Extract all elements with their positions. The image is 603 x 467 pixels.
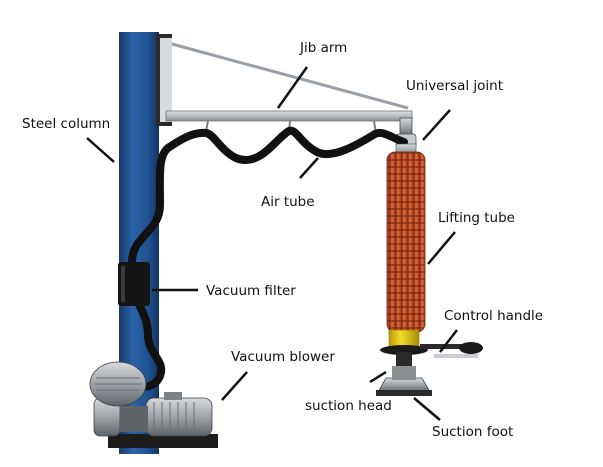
column-bracket-plate — [160, 38, 172, 122]
leader-lines — [86, 66, 458, 421]
label-vacuum-filter: Vacuum filter — [206, 283, 296, 299]
air-tube — [128, 126, 408, 391]
tie-rod — [171, 42, 409, 110]
label-universal-joint: Universal joint — [406, 78, 503, 94]
label-vacuum-blower: Vacuum blower — [231, 349, 335, 365]
label-control-handle: Control handle — [444, 308, 543, 324]
label-jib-arm: Jib arm — [299, 40, 347, 56]
suction-foot — [376, 390, 432, 396]
label-steel-column: Steel column — [22, 116, 110, 132]
control-handle — [380, 329, 483, 358]
vacuum-filter — [118, 262, 150, 306]
label-suction-foot: Suction foot — [432, 424, 513, 440]
vacuum-blower — [89, 361, 218, 448]
jib-arm — [165, 110, 413, 122]
label-suction-head: suction head — [305, 398, 392, 414]
lifting-tube — [386, 143, 426, 333]
label-air-tube: Air tube — [261, 194, 315, 210]
suction-head — [377, 352, 431, 393]
label-lifting-tube: Lifting tube — [438, 210, 515, 226]
